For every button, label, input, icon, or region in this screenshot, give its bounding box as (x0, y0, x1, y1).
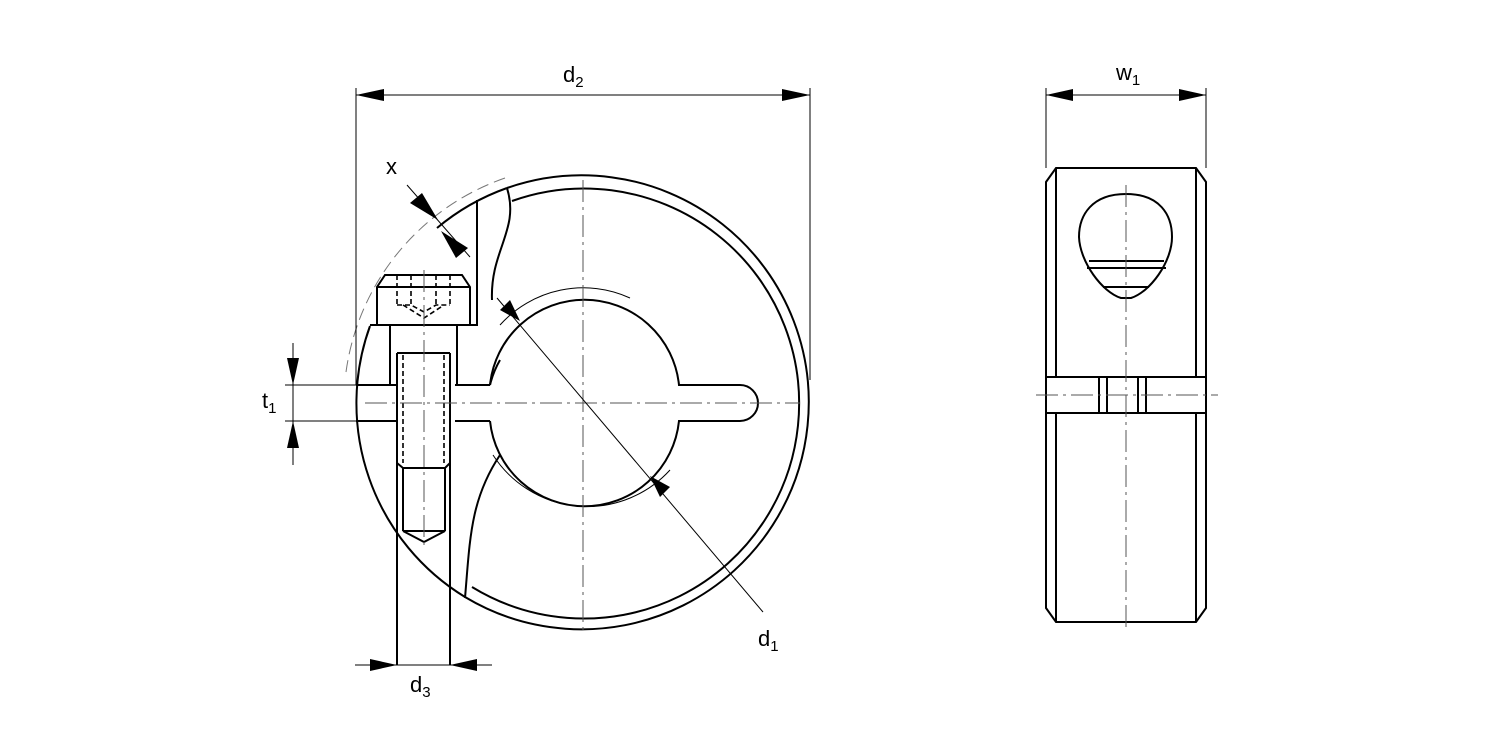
label-subscript: 1 (268, 400, 277, 417)
arrow-icon (287, 358, 299, 385)
label-w1: w1 (1116, 60, 1141, 89)
label-x: x (386, 156, 397, 178)
front-view (345, 174, 810, 665)
break-line-lower (464, 454, 501, 599)
label-text: d (410, 672, 423, 697)
label-subscript: 2 (575, 74, 584, 91)
chamfer-lines (1055, 168, 1197, 622)
chamfer-ring (471, 187, 801, 620)
screw-bore (389, 325, 458, 385)
groove-arc-top (499, 287, 631, 326)
label-subscript: 3 (422, 684, 431, 701)
arrow-icon (1046, 89, 1073, 101)
label-text: w (1116, 60, 1132, 85)
dimensions-front (285, 88, 811, 671)
tolerance-arc (345, 177, 506, 373)
arrow-icon (782, 89, 810, 101)
arrow-icon (450, 659, 477, 671)
arrow-icon (441, 231, 468, 258)
d2-dimension-line (355, 88, 811, 385)
arrow-icon (356, 89, 384, 101)
side-center-lines (1036, 185, 1218, 630)
outer-contour-left-upper (436, 187, 508, 229)
label-text: x (386, 154, 397, 179)
arrow-icon (370, 659, 397, 671)
outer-contour-left-lower (355, 325, 466, 598)
arrow-icon (287, 421, 299, 448)
center-lines (365, 180, 800, 630)
label-text: d (758, 626, 771, 651)
slot-lines (356, 384, 490, 422)
d1-dimension-line (496, 297, 764, 613)
bore-stub (489, 359, 501, 386)
groove-arc-bottom (492, 454, 671, 508)
outer-contour (464, 174, 810, 631)
label-d2: d2 (563, 62, 584, 91)
label-d3: d3 (410, 672, 431, 701)
label-subscript: 1 (770, 638, 779, 655)
arrow-icon (410, 193, 438, 220)
label-text: d (563, 62, 576, 87)
arrow-icon (500, 300, 520, 321)
label-subscript: 1 (1131, 72, 1141, 89)
arrow-icon (650, 476, 670, 497)
break-line-upper (490, 187, 512, 301)
label-text: t (262, 388, 269, 413)
label-d1: d1 (758, 626, 779, 655)
label-t1: t1 (262, 388, 277, 417)
screw-tip (396, 462, 451, 544)
side-view (1036, 88, 1218, 630)
arrow-icon (1179, 89, 1206, 101)
